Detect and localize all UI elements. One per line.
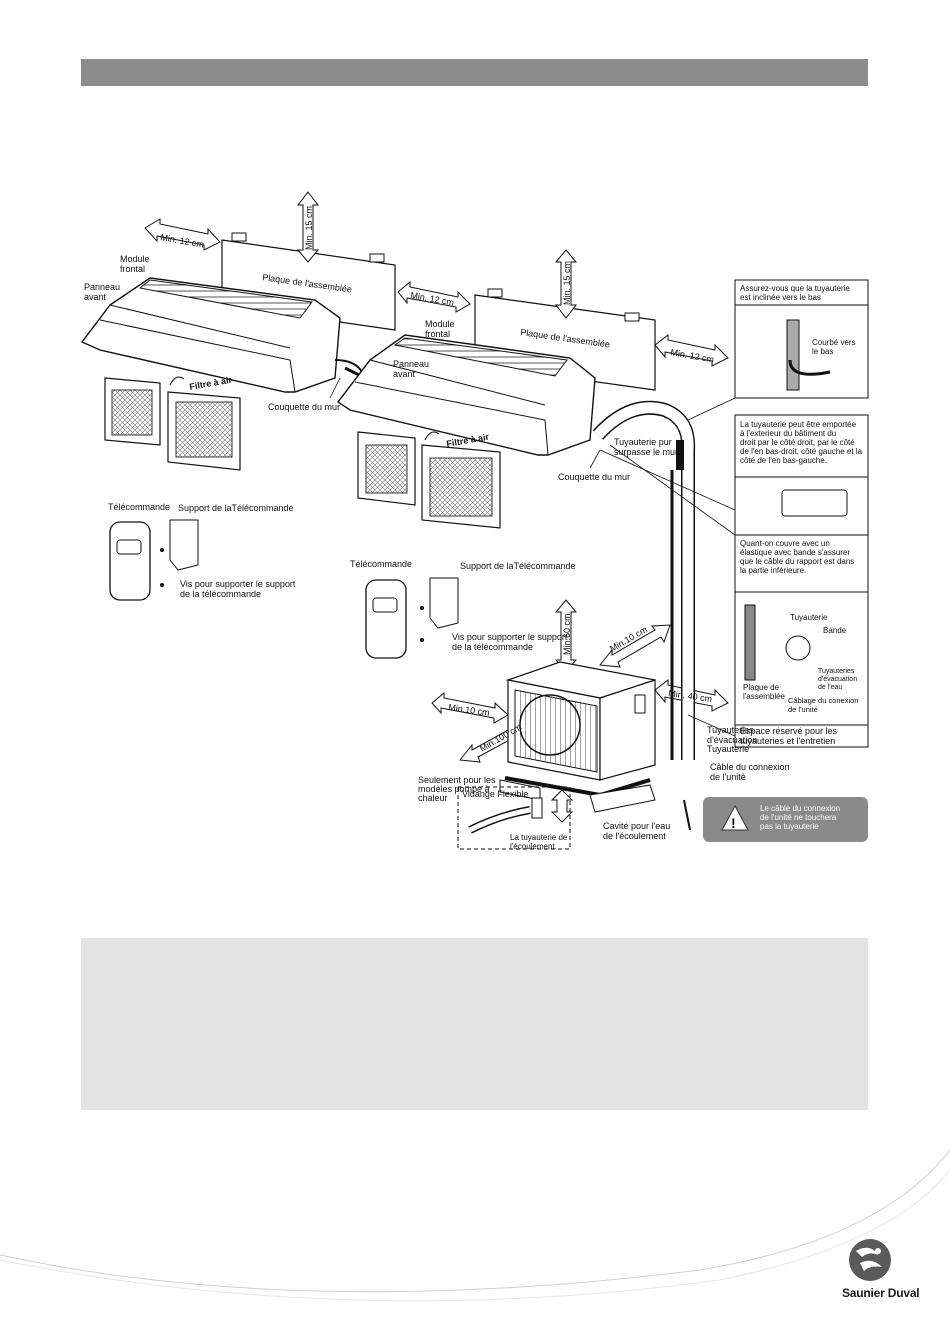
piping	[592, 400, 696, 831]
saunier-duval-logo-icon	[849, 1239, 891, 1281]
outdoor-unit	[499, 661, 656, 813]
label-couquette-left: Couquette du mur	[268, 402, 340, 412]
warning-icon: !	[731, 815, 736, 831]
label-couquette-right: Couquette du mur	[558, 472, 630, 482]
panel4-tuyauterie: Tuyauterie	[790, 613, 828, 622]
remote-controls	[109, 519, 459, 659]
footer-swoosh-decoration	[0, 1149, 950, 1302]
label-min15-right: Min. 15 cm	[562, 261, 572, 305]
side-panels	[734, 279, 869, 748]
label-filtre-left: Filtre à air	[189, 375, 234, 392]
label-support-left: Support de laTélécommande	[178, 503, 294, 513]
section-header-bar	[81, 59, 868, 86]
left-remote	[109, 521, 151, 601]
left-filters	[104, 376, 241, 471]
label-min15-left: Min. 15 cm	[304, 206, 314, 250]
label-tuyauterie: Tuyauterie	[707, 744, 749, 754]
label-telecommande-left: Télécommande	[108, 502, 170, 512]
label-support-right: Support de laTélécommande	[460, 561, 576, 571]
label-telecommande-right: Télécommande	[350, 559, 412, 569]
right-indoor-unit	[336, 288, 656, 529]
label-min10-left: Min.10 cm	[448, 702, 491, 718]
label-min60: Min.60 cm	[562, 613, 572, 655]
label-vidange: Vidange Flexible	[462, 789, 528, 799]
right-remote	[365, 579, 407, 659]
panel4-bande: Bande	[823, 626, 847, 635]
left-indoor-unit	[80, 232, 396, 471]
heat-pump-drain-box	[457, 786, 571, 850]
callout-lines	[329, 377, 736, 737]
brand-name: Saunier Duval	[842, 1286, 920, 1300]
warning-box	[703, 797, 868, 842]
note-box	[81, 938, 868, 1110]
left-dimension-arrows	[144, 191, 471, 313]
right-filters	[357, 431, 501, 529]
